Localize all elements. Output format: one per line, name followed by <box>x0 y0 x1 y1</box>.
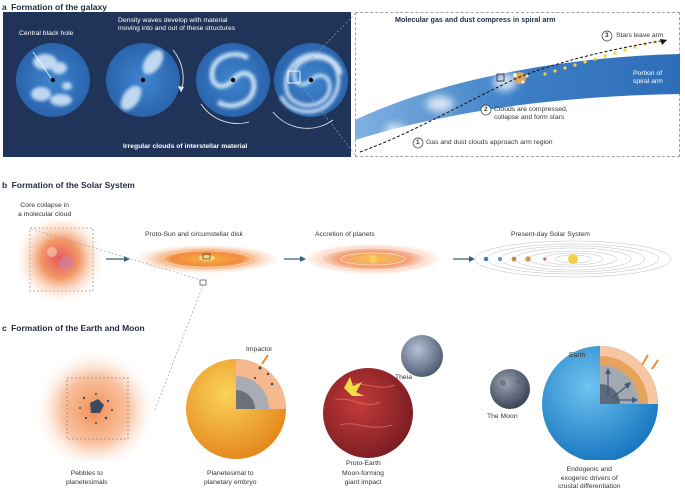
pebbles-caption-line1: Pebbles to <box>66 470 108 479</box>
crustal-drivers-caption-line2: exogenic drivers of <box>558 475 621 484</box>
giant-impact-caption: Moon-forming giant impact <box>342 470 384 487</box>
embryo-caption-line1: Planetesimal to <box>204 470 257 479</box>
pebbles-caption: Pebbles to planetesimals <box>66 470 108 487</box>
crustal-drivers-caption: Endogenic and exogenic drivers of crusta… <box>558 466 621 492</box>
embryo-caption: Planetesimal to planetary embryo <box>204 470 257 487</box>
embryo-caption-line2: planetary embryo <box>204 479 257 488</box>
earth-moon-illustrations <box>0 330 685 460</box>
moon-label: The Moon <box>487 413 518 421</box>
pebbles-caption-line2: planetesimals <box>66 479 108 488</box>
giant-impact-caption-line1: Moon-forming <box>342 470 384 479</box>
proto-earth-label: Proto-Earth <box>346 460 381 468</box>
giant-impact-caption-line2: giant impact <box>342 479 384 488</box>
earth-label: Earth <box>569 352 585 360</box>
impactor-label: Impactor <box>246 346 272 354</box>
crustal-drivers-caption-line3: crustal differentiation <box>558 483 621 492</box>
theia-label: Theia <box>395 374 412 382</box>
crustal-drivers-caption-line1: Endogenic and <box>558 466 621 475</box>
